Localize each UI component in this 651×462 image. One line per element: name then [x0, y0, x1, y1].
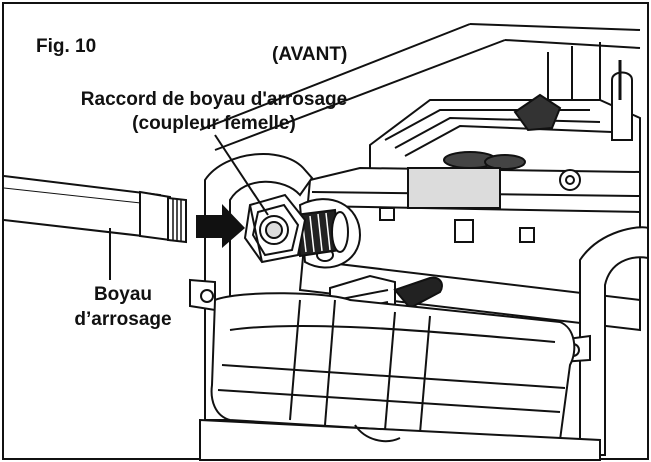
- leader-lines: [109, 134, 269, 280]
- garden-hose-icon: [3, 175, 187, 244]
- front-orientation-label: (AVANT): [272, 44, 348, 65]
- female-coupler-callout: Raccord de boyau d'arrosage (coupleur fe…: [44, 88, 384, 136]
- female-coupler-icon: [243, 193, 307, 264]
- connection-arrow-icon: [196, 204, 245, 248]
- garden-hose-callout-line2: d’arrosage: [74, 309, 172, 330]
- female-coupler-callout-line2: (coupleur femelle): [132, 113, 296, 134]
- detergent-tank: [210, 292, 576, 442]
- figure-number-label: Fig. 10: [36, 36, 97, 57]
- female-coupler-callout-line1: Raccord de boyau d'arrosage: [80, 89, 348, 110]
- garden-hose-callout: Boyau d’arrosage: [58, 282, 188, 332]
- garden-hose-callout-line1: Boyau: [93, 284, 153, 305]
- water-inlet-assembly: [293, 198, 362, 269]
- machine-base: [199, 418, 601, 461]
